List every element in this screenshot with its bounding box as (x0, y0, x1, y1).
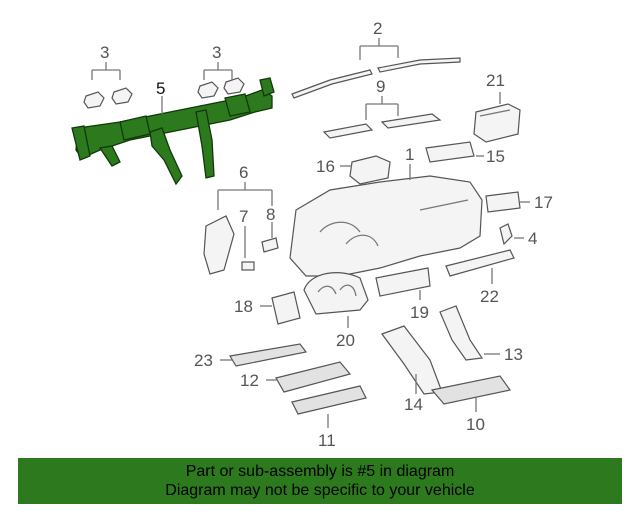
callout-16: 16 (316, 157, 335, 176)
part-20-cluster-hood[interactable] (303, 272, 369, 315)
part-14-console-panel[interactable] (381, 325, 443, 395)
callout-14: 14 (404, 395, 423, 414)
part-11-lower-cover[interactable] (291, 385, 367, 415)
part-3-clips-right[interactable] (197, 77, 245, 99)
part-18-bezel[interactable] (271, 291, 301, 325)
part-13-side-panel[interactable] (439, 305, 484, 361)
part-17-vent-bezel[interactable] (485, 191, 521, 213)
callout-13: 13 (504, 345, 523, 364)
callout-15: 15 (486, 147, 505, 166)
parts-diagram: 3 3 5 2 9 21 1 16 15 17 4 6 7 8 18 19 20… (71, 19, 553, 450)
callout-4: 4 (528, 229, 537, 248)
callout-11: 11 (318, 431, 336, 450)
part-10-box-cover[interactable] (430, 375, 512, 405)
part-9-defroster-vents[interactable] (322, 113, 442, 139)
part-22-trim[interactable] (445, 249, 515, 277)
part-1-instrument-panel[interactable] (289, 175, 483, 277)
callout-8: 8 (266, 205, 275, 224)
callout-10: 10 (466, 415, 485, 434)
part-6-side-cover[interactable] (203, 215, 235, 275)
callout-5: 5 (156, 79, 165, 98)
callout-18: 18 (234, 297, 253, 316)
callout-17: 17 (534, 193, 553, 212)
callout-lines (91, 38, 530, 428)
banner-line-2: Diagram may not be specific to your vehi… (165, 482, 475, 499)
callout-19: 19 (410, 303, 429, 322)
part-19-panel[interactable] (375, 267, 431, 297)
part-4-bracket[interactable] (499, 223, 513, 246)
info-banner: Part or sub-assembly is #5 in diagram Di… (18, 458, 622, 504)
callout-9: 9 (376, 77, 385, 96)
part-12-lower-panel[interactable] (275, 361, 352, 393)
callout-6: 6 (239, 163, 248, 182)
callout-labels: 3 3 5 2 9 21 1 16 15 17 4 6 7 8 18 19 20… (100, 19, 553, 450)
callout-20: 20 (336, 331, 355, 350)
part-8-clip[interactable] (261, 237, 279, 253)
callout-7: 7 (239, 207, 248, 226)
part-16-clock[interactable] (349, 155, 391, 185)
part-21-module[interactable] (473, 103, 521, 143)
part-2-defroster-trim[interactable] (291, 57, 461, 99)
part-23-lower-trim[interactable] (229, 343, 308, 367)
callout-1: 1 (405, 145, 414, 164)
callout-2: 2 (373, 19, 382, 38)
callout-3-left: 3 (100, 43, 109, 62)
callout-22: 22 (480, 287, 499, 306)
callout-12: 12 (240, 371, 259, 390)
callout-3-right: 3 (212, 43, 221, 62)
part-15-switch-panel[interactable] (425, 141, 475, 163)
part-5-reinforcement-beam[interactable] (71, 77, 275, 186)
banner-line-1: Part or sub-assembly is #5 in diagram (185, 463, 455, 480)
part-7-clip[interactable] (241, 261, 255, 271)
callout-23: 23 (194, 351, 213, 370)
part-3-clips-left[interactable] (83, 87, 133, 109)
callout-21: 21 (486, 71, 505, 90)
